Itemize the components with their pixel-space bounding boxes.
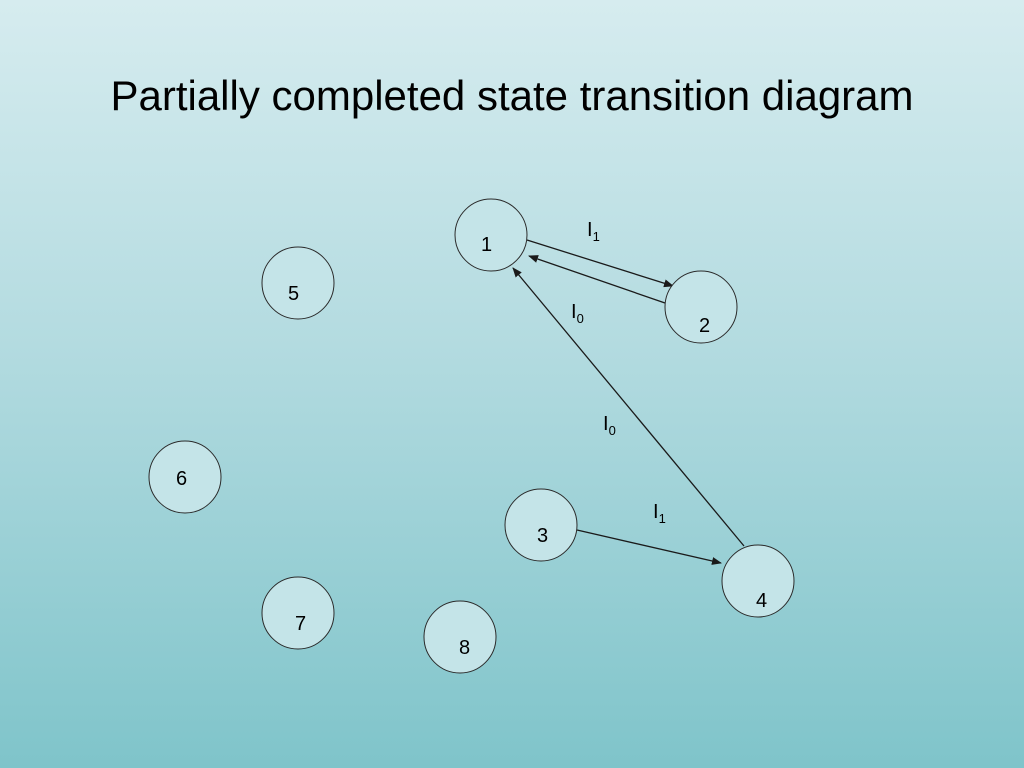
state-node-2[interactable]: 2 [664,270,738,344]
edge-1-to-2[interactable] [526,239,674,288]
state-node-3[interactable]: 3 [504,488,578,562]
state-node-3-label: 3 [537,525,548,547]
state-node-6[interactable]: 6 [148,440,222,514]
edges [512,239,745,565]
edge-3-to-4[interactable] [576,529,722,565]
state-node-5[interactable]: 5 [261,246,335,320]
state-node-1-circle[interactable] [454,198,528,272]
edge-label-3-to-4: I1 [653,501,666,526]
edge-labels: I1 I0 I0 I1 [571,219,666,526]
edge-4-to-1[interactable] [512,267,745,547]
state-node-6-circle[interactable] [148,440,222,514]
state-node-1-label: 1 [481,234,492,256]
edge-2-to-1[interactable] [528,255,666,304]
state-node-7[interactable]: 7 [261,576,335,650]
state-node-3-circle[interactable] [504,488,578,562]
state-node-5-circle[interactable] [261,246,335,320]
edge-label-4-to-1: I0 [603,413,616,438]
state-node-7-label: 7 [295,613,306,635]
edge-label-1-to-2: I1 [587,219,600,244]
state-node-1[interactable]: 1 [454,198,528,272]
state-node-4-label: 4 [756,590,767,612]
state-node-2-circle[interactable] [664,270,738,344]
state-node-8-label: 8 [459,637,470,659]
state-node-6-label: 6 [176,468,187,490]
state-node-7-circle[interactable] [261,576,335,650]
state-node-4[interactable]: 4 [721,544,795,618]
state-node-5-label: 5 [288,283,299,305]
slide-title: Partially completed state transition dia… [110,72,914,119]
state-node-2-label: 2 [699,315,710,337]
state-node-4-circle[interactable] [721,544,795,618]
edge-label-2-to-1: I0 [571,301,584,326]
state-node-8-circle[interactable] [423,600,497,674]
state-node-8[interactable]: 8 [423,600,497,674]
